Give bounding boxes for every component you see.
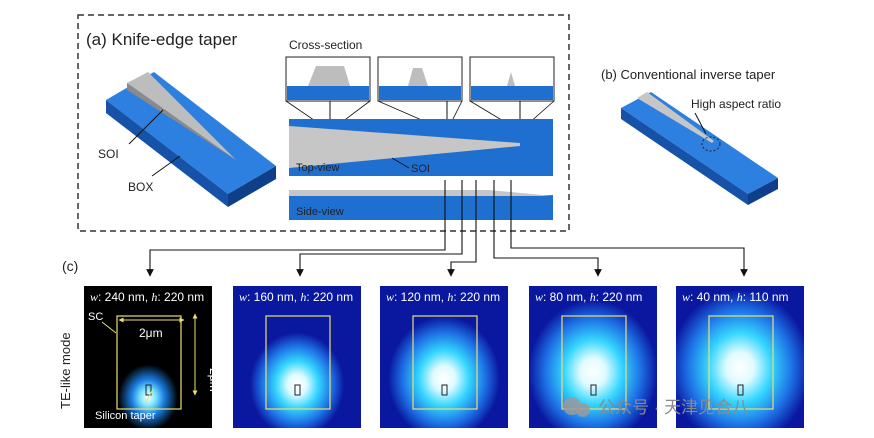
top-view-label: Top-view [296, 162, 339, 174]
mode-dimension-label: w: 160 nm, h: 220 nm [239, 290, 353, 304]
cross-section-1 [286, 57, 370, 101]
mode-panel: w: 160 nm, h: 220 nm [233, 286, 361, 428]
cross-section-2 [378, 57, 462, 101]
mode-field [233, 286, 361, 428]
top-view-soi-label: SOI [411, 163, 430, 175]
mode-dimension-label: w: 120 nm, h: 220 nm [386, 290, 500, 304]
watermark-text: 公众号 · 天津见合八 [598, 398, 749, 417]
box-label: BOX [128, 180, 153, 194]
mode-dimension-label: w: 40 nm, h: 110 nm [682, 290, 789, 304]
mode-field [84, 286, 212, 428]
panel-c-label: (c) [62, 258, 78, 274]
side-view-label: Side-view [296, 206, 344, 218]
sc-label: SC [88, 311, 103, 323]
mode-dimension-label: w: 240 nm, h: 220 nm [90, 290, 204, 304]
high-aspect-ratio-label: High aspect ratio [691, 97, 781, 111]
side-view-taper [289, 190, 553, 196]
silicon-taper-label: Silicon taper [95, 410, 156, 422]
soi-label: SOI [98, 147, 119, 161]
mode-dimension-label: w: 80 nm, h: 220 nm [535, 290, 642, 304]
panel-a-label: (a) Knife-edge taper [86, 30, 238, 49]
dim-height-label: 2μm [207, 368, 221, 392]
cross-section-3 [470, 57, 554, 101]
mode-panel: w: 120 nm, h: 220 nm [380, 286, 508, 428]
te-like-mode-label: TE-like mode [58, 332, 73, 409]
mode-panel: w: 240 nm, h: 220 nm [84, 286, 212, 428]
mode-field [380, 286, 508, 428]
panel-b-label: (b) Conventional inverse taper [601, 67, 776, 82]
cross-section-label: Cross-section [289, 38, 362, 52]
dim-width-label: 2μm [139, 326, 163, 340]
